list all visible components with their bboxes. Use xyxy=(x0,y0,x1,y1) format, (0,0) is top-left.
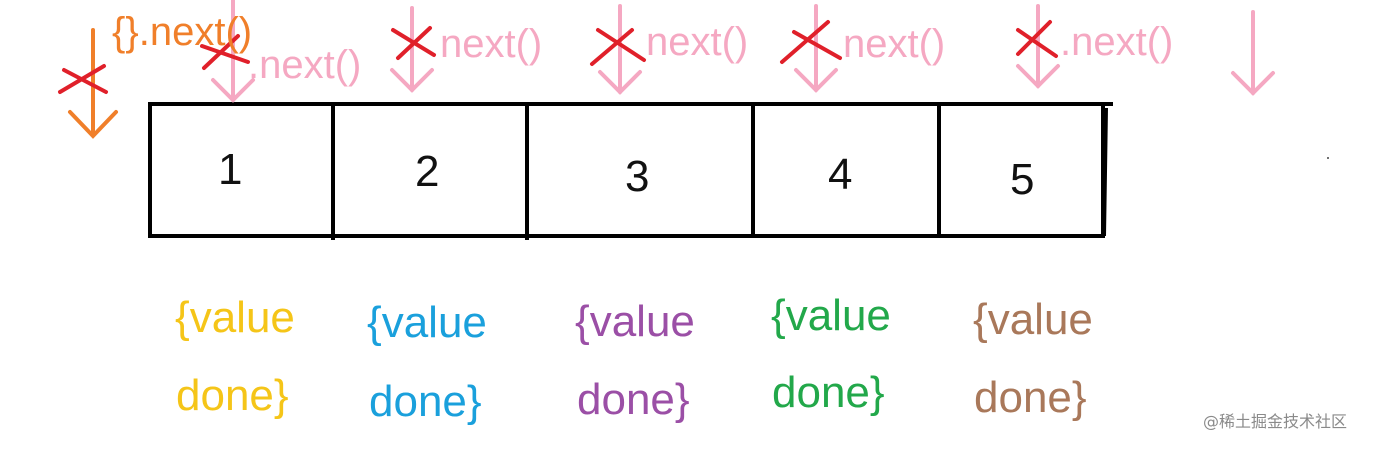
cross-icon-4 xyxy=(780,20,842,64)
cross-icon-2 xyxy=(391,26,436,60)
pointer-arrow-1 xyxy=(211,0,255,103)
cross-icon-3 xyxy=(590,28,646,66)
stray-dot xyxy=(1327,157,1329,159)
cell-value-4: 4 xyxy=(828,150,853,199)
initial-pointer-arrow xyxy=(68,28,118,139)
result-done-4: done} xyxy=(772,368,885,417)
result-value-1: {value xyxy=(175,293,295,342)
next-label-3: next() xyxy=(646,20,749,64)
result-value-2: {value xyxy=(367,298,487,347)
cross-icon-5 xyxy=(1016,20,1058,58)
watermark: @稀土掘金技术社区 xyxy=(1203,412,1348,431)
cell-value-3: 3 xyxy=(625,152,650,201)
pointer-arrow-3 xyxy=(598,4,642,95)
pointer-arrow-4 xyxy=(794,4,838,93)
result-done-5: done} xyxy=(974,373,1087,422)
array-box xyxy=(148,102,1113,240)
right-edge-stroke xyxy=(1102,107,1108,237)
cell-value-2: 2 xyxy=(415,147,440,196)
result-done-3: done} xyxy=(577,375,690,424)
next-label-1: .next() xyxy=(248,43,362,87)
cell-value-5: 5 xyxy=(1010,155,1035,204)
initial-next-label: {}.next() xyxy=(112,10,253,54)
pointer-arrow-2 xyxy=(390,6,434,93)
cell-value-1: 1 xyxy=(218,145,243,194)
initial-pointer-cross-icon xyxy=(58,64,108,94)
result-done-2: done} xyxy=(369,377,482,426)
pink-arrows xyxy=(211,0,1275,103)
red-crosses xyxy=(200,20,1058,70)
result-done-1: done} xyxy=(176,371,289,420)
result-value-4: {value xyxy=(771,291,891,340)
result-value-3: {value xyxy=(575,297,695,346)
next-label-5: .next() xyxy=(1060,20,1174,64)
array-outline xyxy=(148,102,1105,238)
next-label-2: next() xyxy=(440,22,543,66)
pointer-arrow-6 xyxy=(1231,10,1275,96)
cross-icon-1 xyxy=(200,34,250,70)
next-label-4: next() xyxy=(843,22,946,66)
result-value-5: {value xyxy=(973,295,1093,344)
